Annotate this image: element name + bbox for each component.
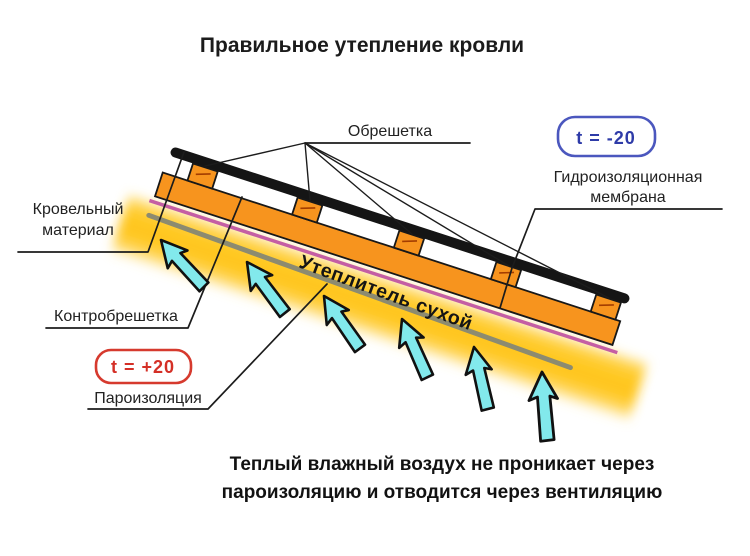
cold-temp-value: t = -20 xyxy=(576,128,636,148)
warm-temp-value: t = +20 xyxy=(111,357,175,377)
airflow-arrow-icon xyxy=(464,345,496,412)
lathing-blocks xyxy=(186,162,623,321)
membrane-line xyxy=(148,198,618,355)
block-slash-marks xyxy=(195,173,614,307)
counter-batten-callout-line xyxy=(45,196,243,329)
lathing-label: Обрешетка xyxy=(348,123,432,140)
diagram-title: Правильное утепление кровли xyxy=(200,34,524,57)
warm-temp-badge: t = +20 xyxy=(94,348,193,385)
counter-batten-strip xyxy=(153,171,622,347)
roofing-material-line xyxy=(170,147,630,304)
airflow-arrows xyxy=(159,238,559,443)
lathing-fan-lines xyxy=(204,142,610,299)
counter-batten-label: Контробрешетка xyxy=(54,308,178,325)
cold-temp-badge-outline xyxy=(556,115,657,158)
cold-temp-badge: t = -20 xyxy=(556,115,657,158)
membrane-label-line1: Гидроизоляционная xyxy=(554,169,703,186)
airflow-arrow-icon xyxy=(322,294,367,354)
roofing-callout-line xyxy=(17,151,185,253)
airflow-arrow-icon xyxy=(159,238,210,293)
membrane-callout-line xyxy=(499,208,723,309)
caption-line2: пароизоляцию и отводится через вентиляци… xyxy=(222,482,663,503)
warm-temp-badge-outline xyxy=(94,348,193,385)
airflow-arrow-icon xyxy=(397,317,435,382)
vapor-barrier-label: Пароизоляция xyxy=(94,390,202,407)
roofing-material-label-line2: материал xyxy=(42,222,114,239)
vapor-barrier-line xyxy=(146,212,573,371)
airflow-arrow-icon xyxy=(527,370,559,443)
roofing-material-label-line1: Кровельный xyxy=(33,201,124,218)
caption-line1: Теплый влажный воздух не проникает через xyxy=(230,454,655,475)
vapor-barrier-callout-line xyxy=(87,283,328,410)
membrane-label-line2: мембрана xyxy=(590,189,666,206)
airflow-arrow-icon xyxy=(245,260,291,319)
lathing-block xyxy=(186,162,219,190)
